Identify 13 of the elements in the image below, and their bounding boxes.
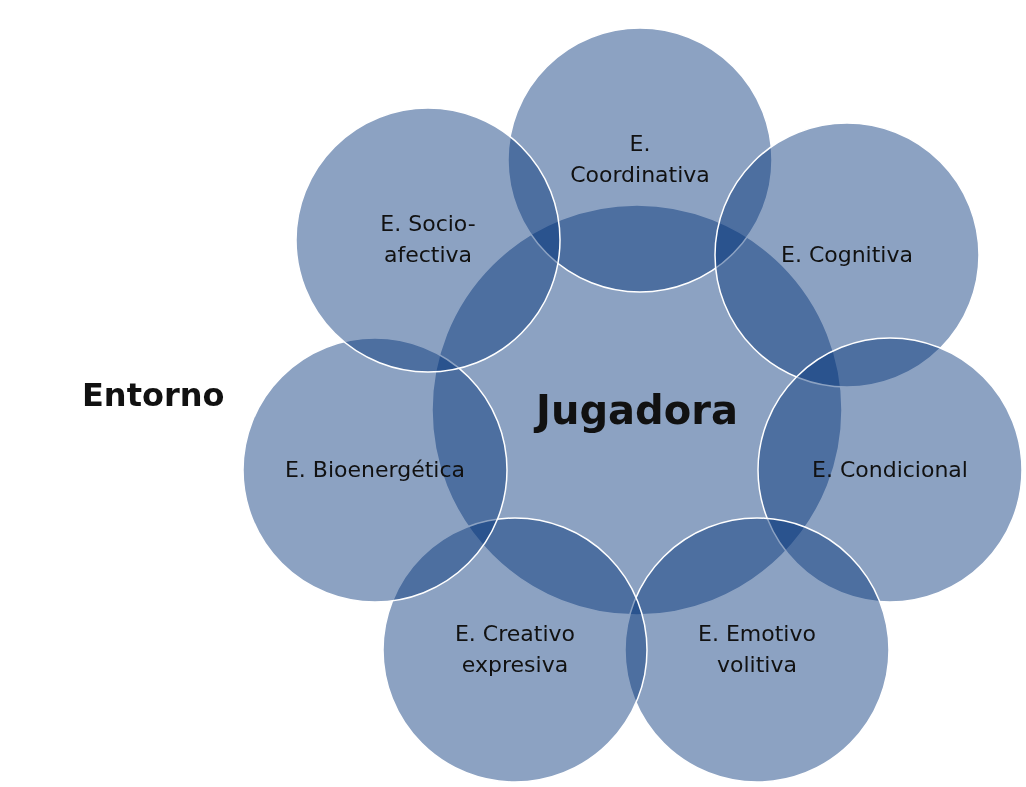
circle-text: E. Condicional bbox=[811, 455, 969, 484]
outer-circle bbox=[507, 27, 773, 293]
outer-circle bbox=[757, 337, 1023, 603]
center-text: Jugadora bbox=[492, 382, 782, 438]
outer-circle bbox=[382, 517, 648, 783]
circle-text: E. Emotivo volitiva bbox=[697, 620, 817, 679]
circle-text: E. Coordinativa bbox=[569, 130, 711, 189]
outer-circle bbox=[295, 107, 561, 373]
circle-text: E. Bioenergética bbox=[283, 455, 466, 484]
circle-text: E. Creativo expresiva bbox=[453, 620, 576, 679]
environment-label: Entorno bbox=[82, 376, 225, 414]
circle-text: E. Socio-afectiva bbox=[379, 210, 477, 269]
circle-text: E. Cognitiva bbox=[780, 240, 914, 269]
